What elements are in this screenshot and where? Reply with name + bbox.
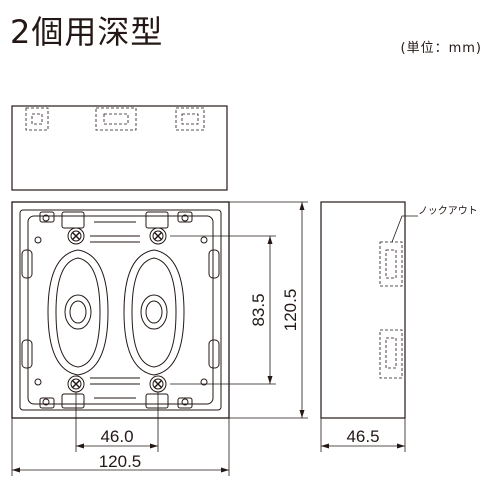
side-slot (21, 249, 33, 279)
box-inner-rim (19, 209, 222, 411)
dimension-depth: 46.5 (346, 427, 379, 446)
mounting-lugs (39, 211, 193, 409)
box-outer (11, 201, 230, 419)
knockout-right (123, 249, 185, 376)
top-view-knockouts (25, 107, 205, 131)
dimension-arrows (12, 202, 405, 473)
knockout-callout-label: ノックアウト (418, 205, 478, 217)
side-slot (208, 249, 220, 279)
top-view (11, 105, 228, 191)
side-view (320, 201, 418, 419)
unit-label: (単位：mm) (400, 41, 482, 56)
knockout-left (47, 249, 109, 376)
box-inner-wall (27, 215, 214, 405)
side-view-knockouts (379, 241, 403, 379)
dimension-screw-pitch-horizontal: 46.0 (100, 427, 133, 446)
side-slot (21, 339, 33, 369)
dimension-screw-pitch-vertical: 83.5 (249, 293, 268, 326)
side-slot (208, 339, 220, 369)
page-title: 2個用深型 (10, 13, 164, 51)
dimension-lines (11, 201, 406, 476)
knockout-leader-line (391, 215, 418, 243)
dimension-outer-width: 120.5 (99, 452, 142, 471)
top-view-outline (11, 105, 228, 191)
dimension-outer-height: 120.5 (281, 289, 300, 332)
side-view-outline (320, 201, 406, 419)
front-view (11, 201, 230, 419)
